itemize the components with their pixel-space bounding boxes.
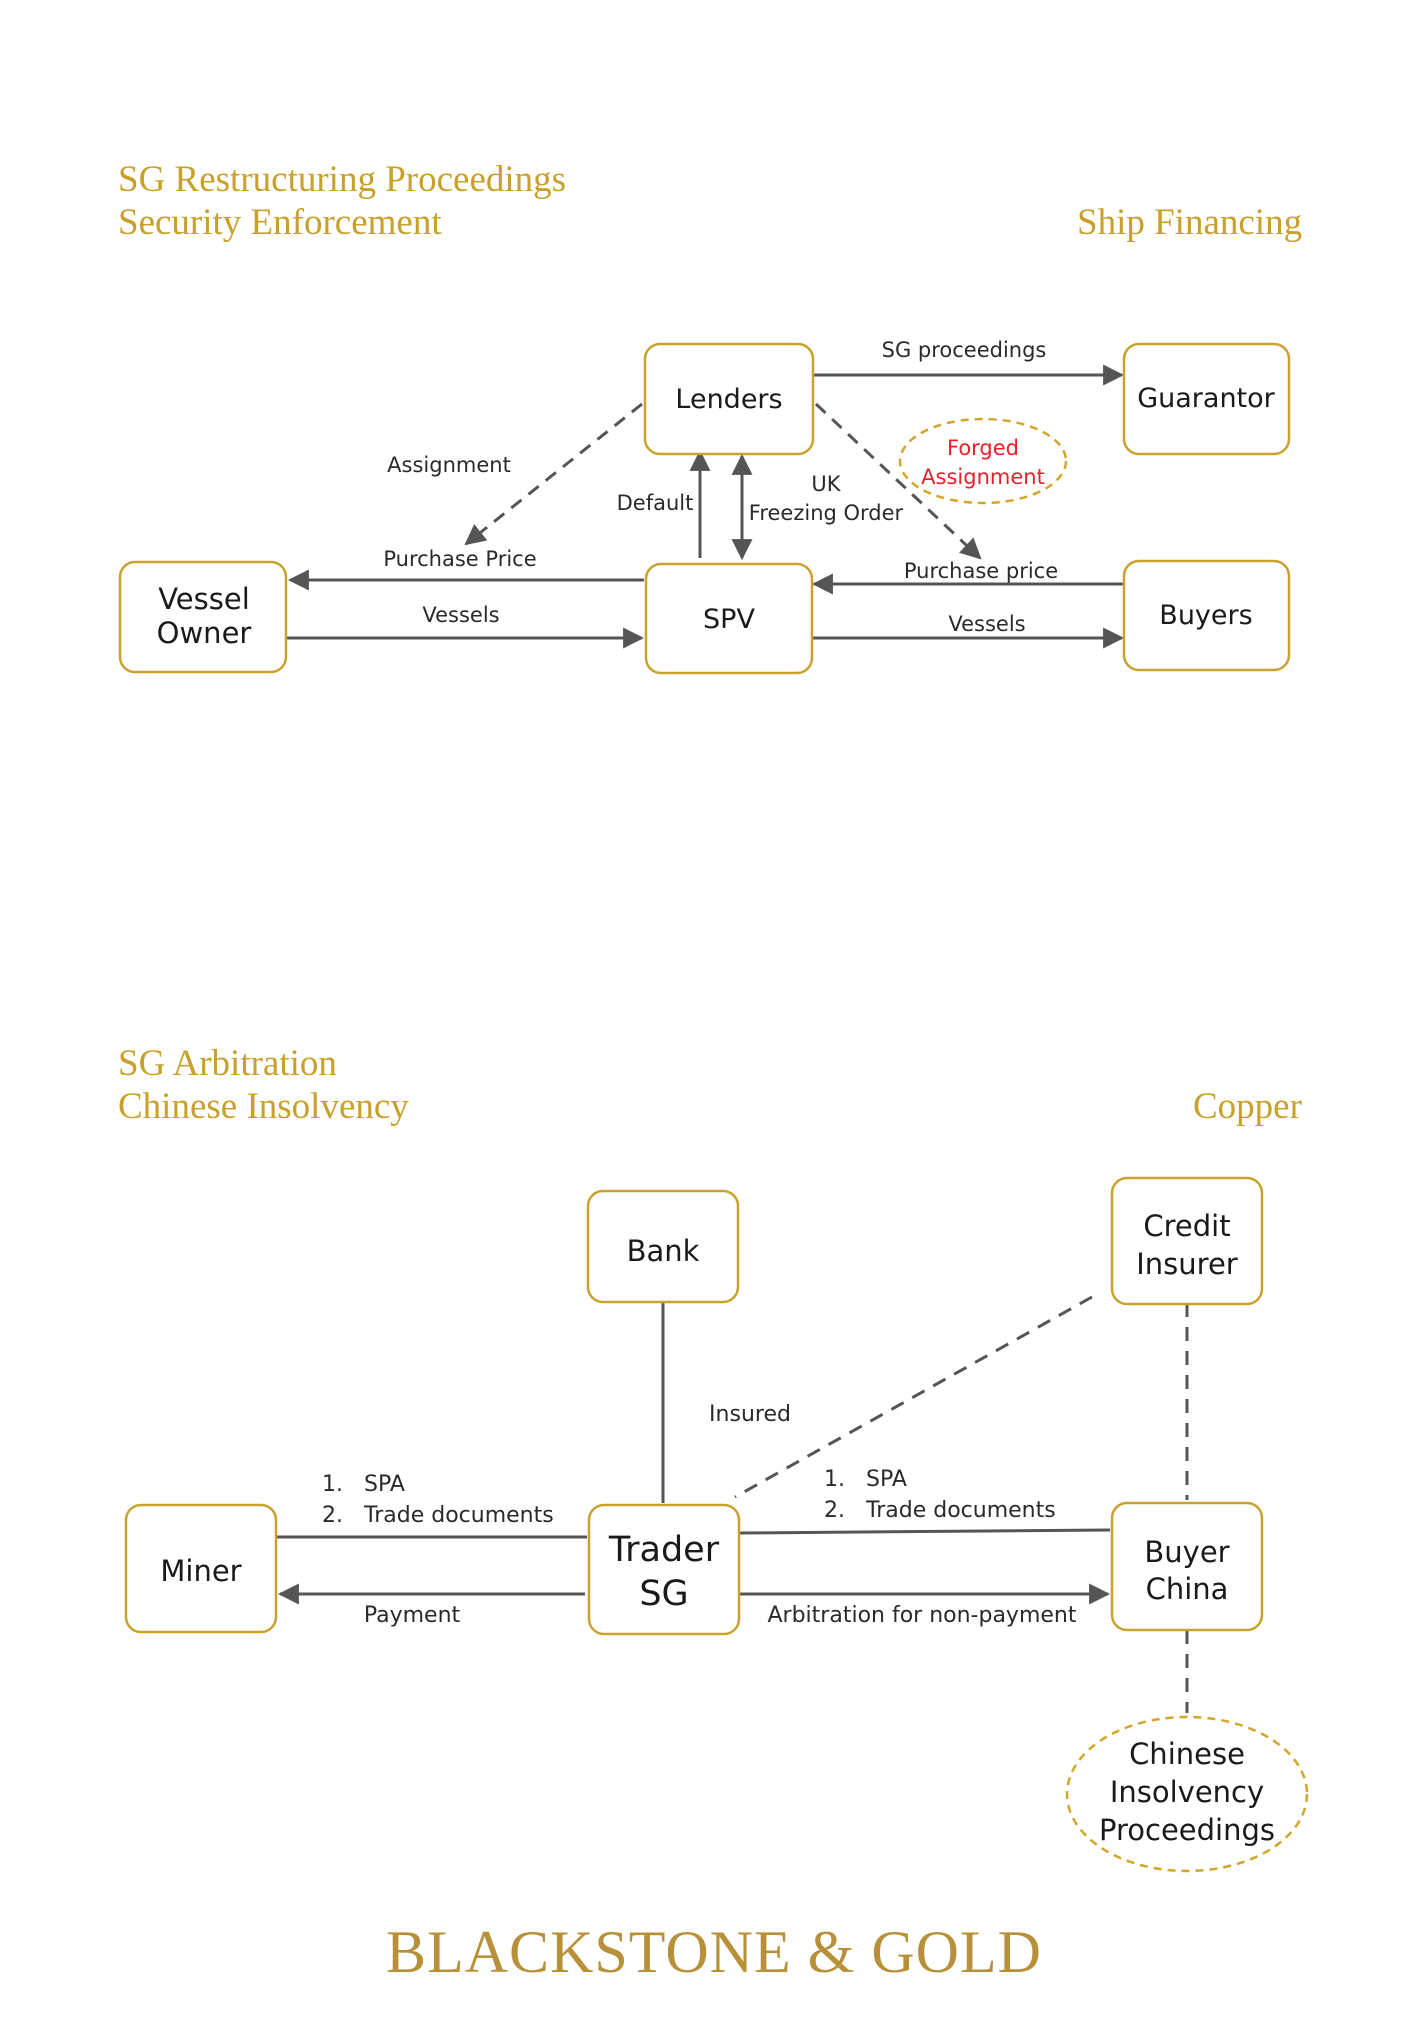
node-bank: Bank [586,1189,740,1304]
node-chinese-line3: Proceedings [1099,1813,1275,1847]
label-left-item1: SPA [364,1472,405,1497]
node-trader-sg-line1: Trader [608,1530,720,1570]
label-purchase-price-left: Purchase Price [383,547,536,571]
label-right-item2: Trade documents [865,1498,1056,1523]
section2-heading-line2: Chinese Insolvency [118,1086,409,1127]
section2-heading: SG Arbitration Chinese Insolvency [118,1042,409,1128]
node-vessel-owner-line1: Vessel [158,582,250,616]
node-buyer-china-line1: Buyer [1144,1535,1229,1569]
node-miner-label: Miner [160,1554,241,1588]
label-payment: Payment [364,1603,461,1628]
label-right-item1-num: 1. [824,1467,845,1492]
node-guarantor-label: Guarantor [1137,383,1275,414]
node-credit-insurer-line1: Credit [1143,1209,1230,1243]
forged-assignment-bubble [898,417,1068,505]
label-arbitration: Arbitration for non-payment [768,1603,1077,1628]
node-lenders: Lenders [643,342,815,456]
forged-label-line2: Assignment [921,465,1045,489]
forged-label-line1: Forged [947,436,1019,460]
section1-topic: Ship Financing [1077,202,1303,243]
label-left-item2: Trade documents [363,1503,554,1528]
edge-trader-buyer [739,1528,1111,1535]
label-right-item1: SPA [866,1467,907,1492]
label-freezing-order: Freezing Order [749,501,904,525]
label-left-item2-num: 2. [322,1503,343,1528]
label-sg-proceedings: SG proceedings [882,338,1047,362]
node-buyers-label: Buyers [1159,600,1252,631]
brand-footer: BLACKSTONE & GOLD [386,1919,1042,1985]
node-buyer-china: Buyer China [1110,1501,1264,1632]
copper-diagram: Insured 1. SPA 2. Trade documents Paymen… [124,1176,1309,1873]
label-left-item1-num: 1. [322,1472,343,1497]
node-guarantor: Guarantor [1122,342,1291,456]
node-miner: Miner [124,1503,278,1634]
node-chinese-line1: Chinese [1129,1737,1245,1771]
label-uk: UK [811,472,841,496]
label-default: Default [617,491,694,515]
node-buyers: Buyers [1122,559,1291,672]
ship-financing-diagram: SG proceedings Assignment Default UK Fre… [118,338,1291,675]
node-credit-insurer: Credit Insurer [1110,1176,1264,1306]
section1-heading-line2: Security Enforcement [118,202,442,243]
section1-heading-line1: SG Restructuring Proceedings [118,159,567,200]
label-right-item2-num: 2. [824,1498,845,1523]
node-vessel-owner: Vessel Owner [118,560,288,674]
section2-topic: Copper [1193,1086,1302,1127]
node-trader-sg-line2: SG [639,1574,688,1614]
node-credit-insurer-line2: Insurer [1136,1247,1238,1281]
node-spv: SPV [644,562,814,675]
node-buyer-china-line2: China [1146,1572,1229,1606]
edge-assignment [464,402,643,546]
label-vessels-right: Vessels [948,612,1025,636]
node-chinese-line2: Insolvency [1110,1775,1264,1809]
section2-heading-line1: SG Arbitration [118,1043,337,1084]
label-assignment: Assignment [387,453,511,477]
label-purchase-price-right: Purchase price [904,559,1058,583]
node-trader-sg: Trader SG [587,1503,741,1636]
label-vessels-left: Vessels [422,603,499,627]
edge-forged-assignment [814,402,982,560]
node-chinese-insolvency-proceedings: Chinese Insolvency Proceedings [1065,1715,1309,1873]
label-insured: Insured [709,1402,791,1427]
node-spv-label: SPV [703,604,755,635]
section1-heading: SG Restructuring Proceedings Security En… [118,158,566,244]
node-vessel-owner-line2: Owner [157,616,252,650]
node-lenders-label: Lenders [675,384,782,415]
node-bank-label: Bank [627,1234,700,1268]
edge-credit-insurer-trader [734,1295,1093,1499]
